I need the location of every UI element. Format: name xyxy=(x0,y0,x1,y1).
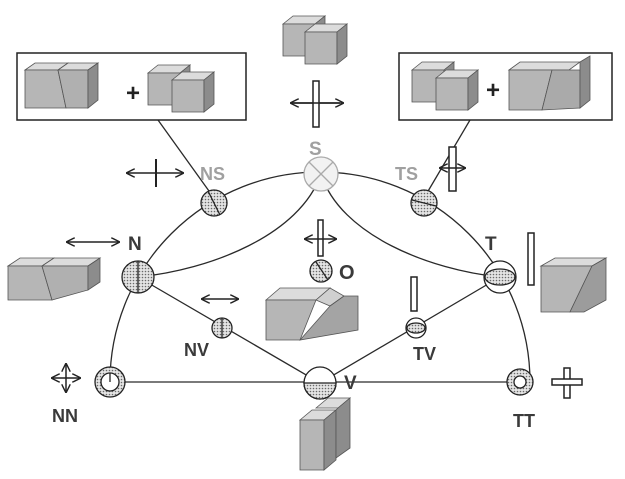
arrows-top xyxy=(291,80,343,128)
label-ns: NS xyxy=(200,164,225,184)
arrows-t xyxy=(527,232,535,286)
circle-tt xyxy=(506,368,534,396)
node-circles xyxy=(94,156,534,400)
label-ts: TS xyxy=(395,164,418,184)
block-left-box-offset xyxy=(23,62,100,109)
circle-t xyxy=(483,260,517,294)
label-nv: NV xyxy=(184,340,209,360)
block-left-box-pair xyxy=(147,64,215,113)
block-center xyxy=(264,287,359,341)
label-n: N xyxy=(128,234,142,255)
label-v: V xyxy=(344,373,357,394)
arrows-tt xyxy=(551,367,583,399)
arrows-o xyxy=(305,219,336,257)
curve-s-t xyxy=(320,173,501,278)
arrows-ts xyxy=(440,146,465,192)
circle-nn xyxy=(94,366,126,398)
block-left-side xyxy=(6,257,102,301)
circle-n xyxy=(121,260,155,294)
label-plus-right: + xyxy=(486,77,500,104)
block-right-side xyxy=(539,257,608,313)
label-tt: TT xyxy=(513,411,535,431)
circle-nv xyxy=(211,317,233,339)
leader-left xyxy=(157,119,215,199)
block-bottom xyxy=(298,397,352,471)
label-plus-left: + xyxy=(126,80,140,107)
block-top xyxy=(282,15,348,65)
circle-o xyxy=(309,259,333,283)
circle-s xyxy=(303,156,339,192)
arrows-ns xyxy=(127,159,183,187)
leader-right xyxy=(423,119,471,199)
label-tv: TV xyxy=(413,344,436,364)
stress-symbols xyxy=(52,80,583,399)
arrows-nn xyxy=(52,364,80,392)
label-nn: NN xyxy=(52,406,78,426)
circle-ns xyxy=(200,189,228,217)
circle-ts xyxy=(410,189,438,217)
curve-n-s xyxy=(137,173,322,278)
arrows-tv xyxy=(410,276,418,312)
label-t: T xyxy=(485,234,497,255)
label-s: S xyxy=(309,139,322,160)
label-o: O xyxy=(339,262,355,284)
circle-tv xyxy=(405,317,427,339)
circle-v xyxy=(303,366,337,400)
block-right-box-oblique xyxy=(507,55,591,111)
